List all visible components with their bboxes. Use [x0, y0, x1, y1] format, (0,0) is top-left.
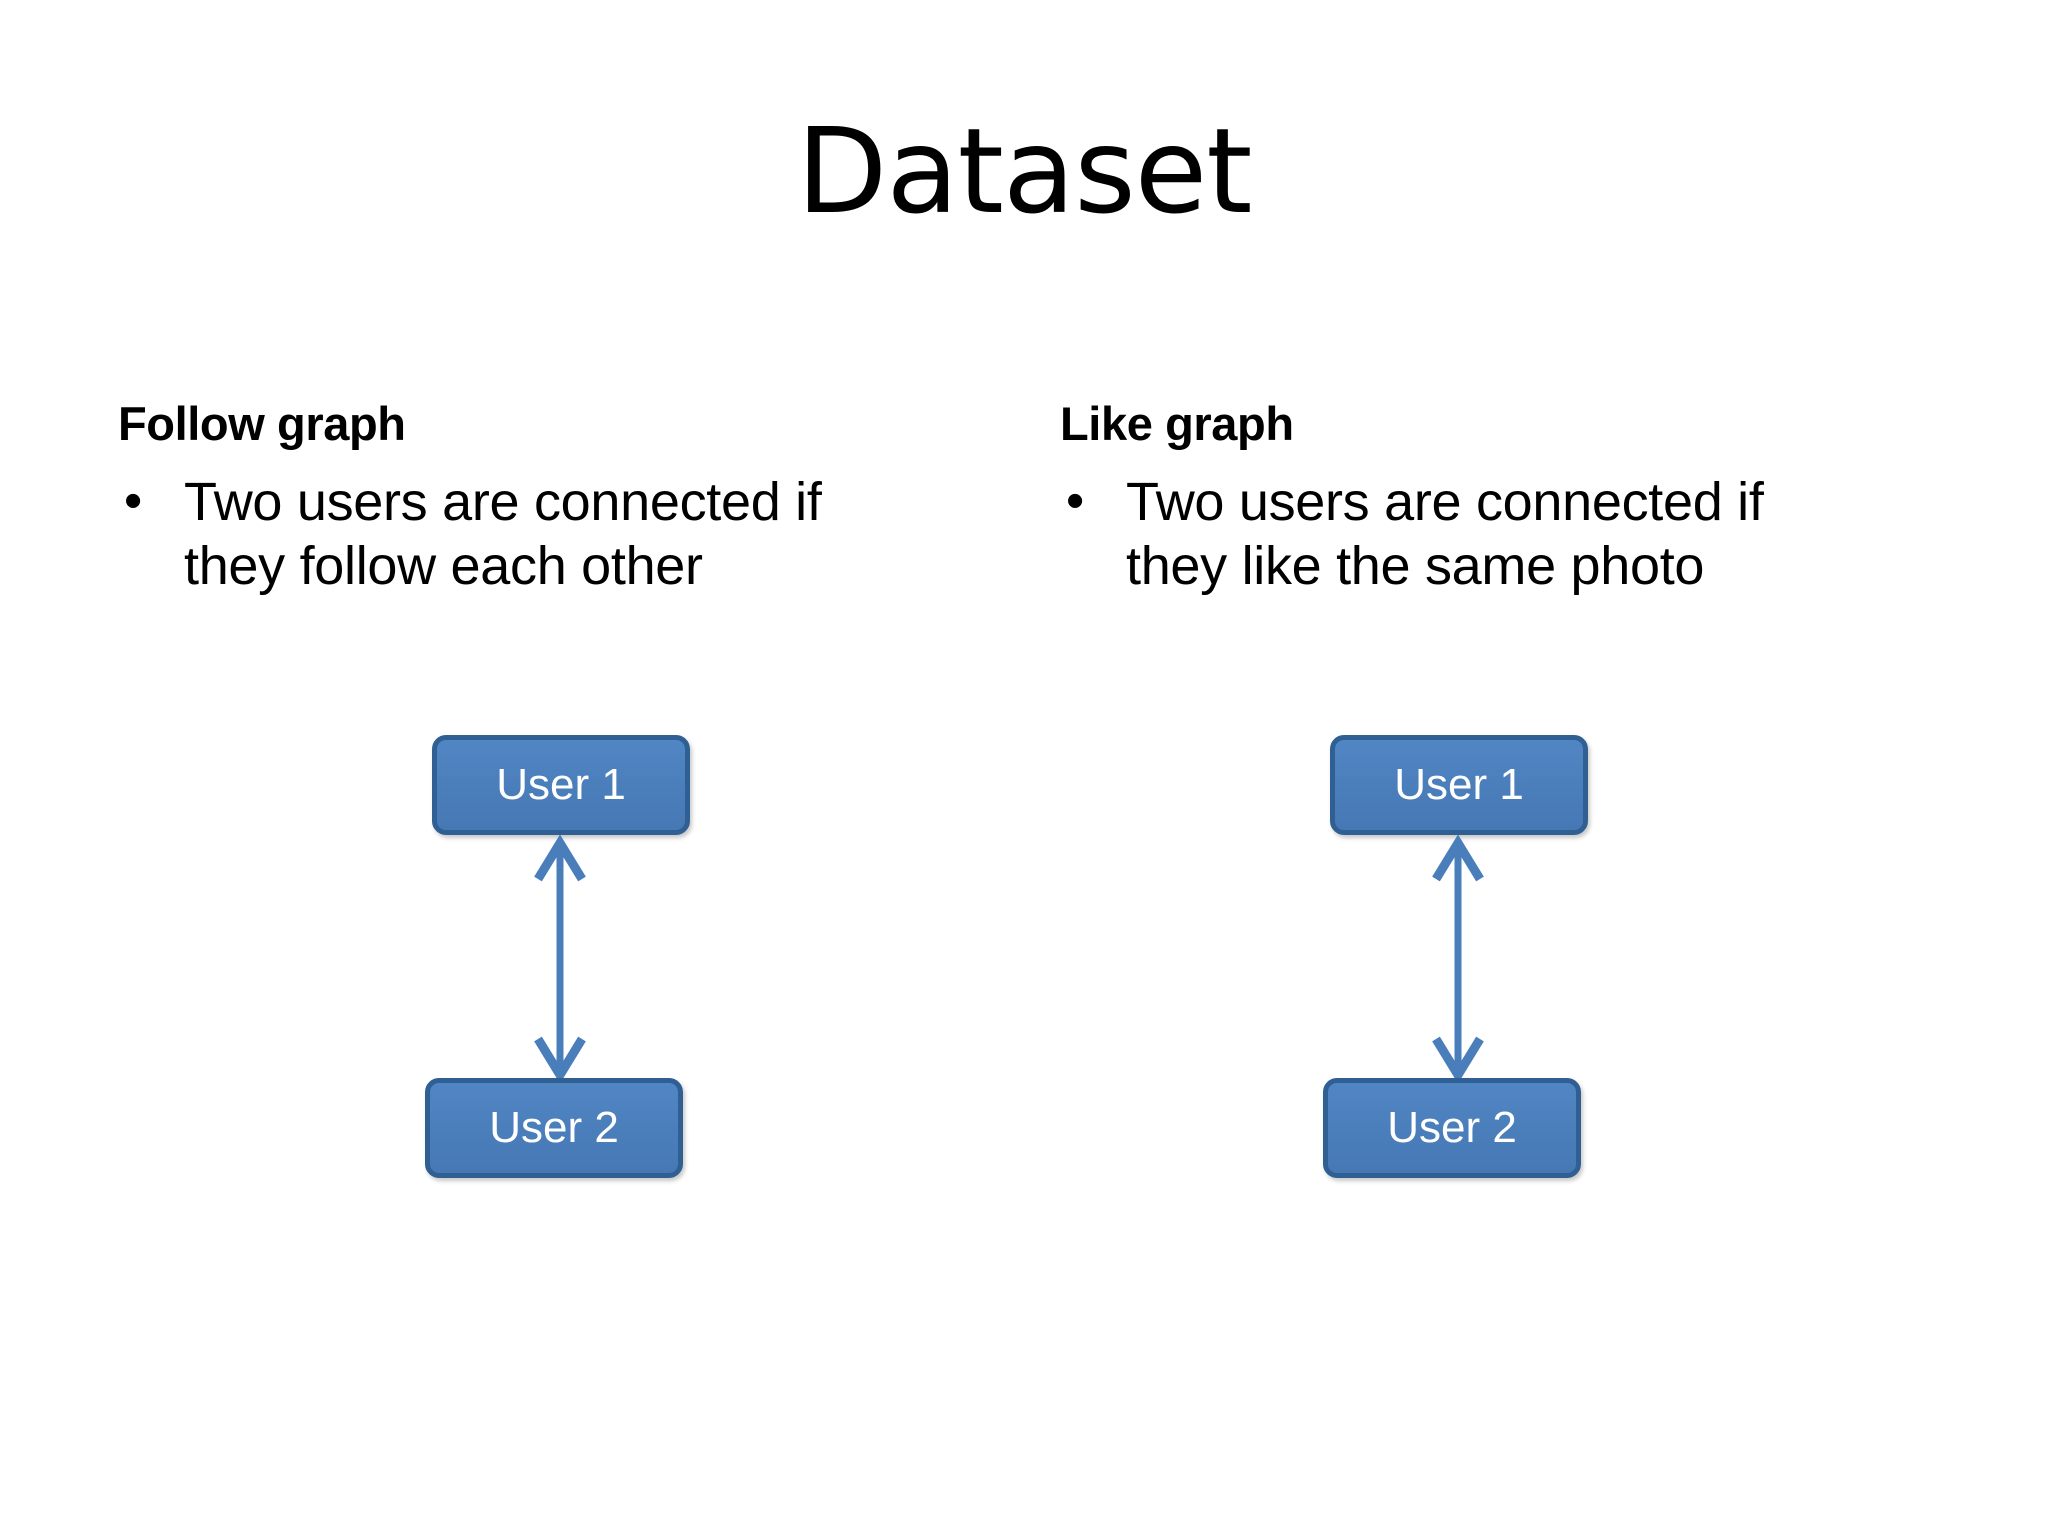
heading-like-graph: Like graph: [1060, 397, 1294, 450]
edge-double-arrow-icon: [534, 834, 586, 1084]
node-user-1[interactable]: User 1: [432, 735, 690, 835]
node-user-2[interactable]: User 2: [425, 1078, 683, 1178]
node-user-2-label: User 2: [489, 1103, 619, 1152]
bullet-line-2: they follow each other: [184, 535, 703, 596]
node-user-2-label: User 2: [1387, 1103, 1517, 1152]
bullet-line-1: Two users are connected if: [184, 472, 822, 532]
diagram-follow-graph: User 1 User 2: [330, 725, 750, 1195]
node-user-1-label: User 1: [496, 760, 626, 809]
bullet-item: • Two users are connected if they like t…: [1060, 471, 1960, 598]
diagram-like-graph: User 1 User 2: [1228, 725, 1648, 1195]
bullet-item: • Two users are connected if they follow…: [118, 471, 1018, 598]
bullet-text: Two users are connected if they follow e…: [184, 471, 984, 598]
node-user-1-label: User 1: [1394, 760, 1524, 809]
node-user-1[interactable]: User 1: [1330, 735, 1588, 835]
node-user-2[interactable]: User 2: [1323, 1078, 1581, 1178]
heading-follow-graph: Follow graph: [118, 397, 406, 450]
bullet-line-2: they like the same photo: [1126, 535, 1705, 596]
bullet-text: Two users are connected if they like the…: [1126, 471, 1926, 598]
bullet-marker-icon: •: [1066, 472, 1085, 530]
edge-double-arrow-icon: [1432, 834, 1484, 1084]
column-follow-graph: Follow graph • Two users are connected i…: [118, 400, 1018, 598]
bullet-marker-icon: •: [124, 472, 143, 530]
column-like-graph: Like graph • Two users are connected if …: [1060, 400, 1960, 598]
bullet-line-1: Two users are connected if: [1126, 472, 1764, 532]
slide-title: Dataset: [796, 102, 1252, 240]
